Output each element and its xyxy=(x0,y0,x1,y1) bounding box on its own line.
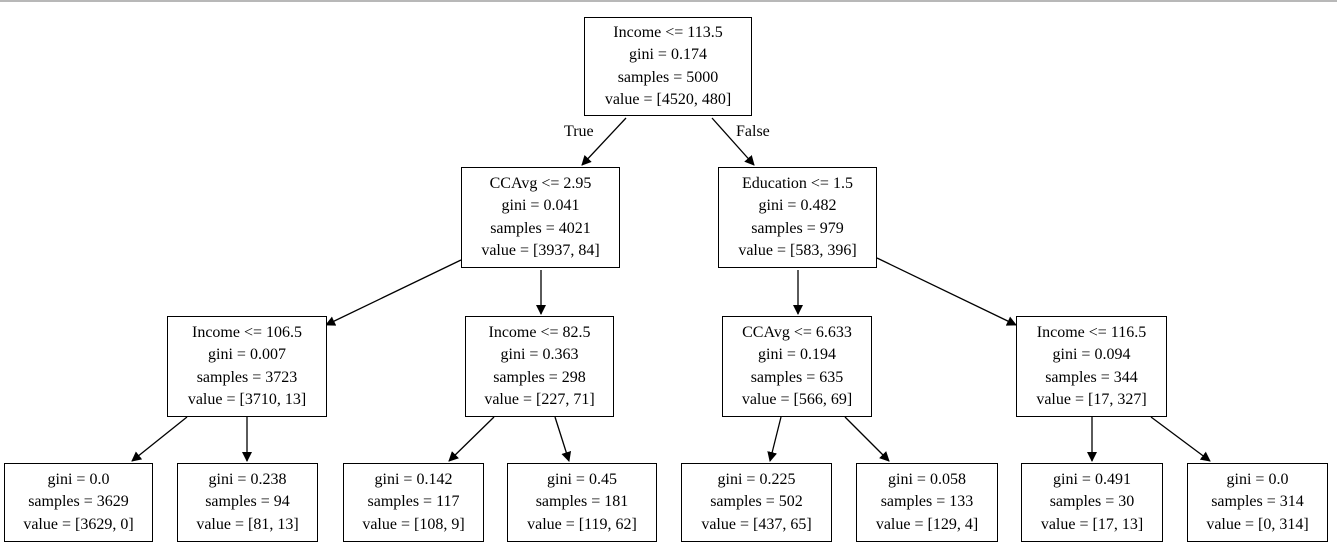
node-samples: samples = 635 xyxy=(750,368,844,386)
tree-node-income-82-5: Income <= 82.5 gini = 0.363 samples = 29… xyxy=(465,316,614,417)
node-samples: samples = 3629 xyxy=(28,493,129,511)
node-gini: gini = 0.007 xyxy=(208,346,286,363)
node-condition: CCAvg <= 2.95 xyxy=(489,174,592,192)
tree-leaf-node: gini = 0.491 samples = 30 value = [17, 1… xyxy=(1021,463,1163,542)
node-samples: samples = 4021 xyxy=(490,219,591,237)
node-value: value = [108, 9] xyxy=(362,515,465,533)
node-samples: samples = 502 xyxy=(710,493,803,511)
node-samples: samples = 133 xyxy=(880,493,974,511)
node-gini: gini = 0.058 xyxy=(888,470,966,488)
tree-edge xyxy=(1150,416,1211,462)
node-samples: samples = 298 xyxy=(493,368,586,386)
node-value: value = [119, 62] xyxy=(527,515,637,533)
node-samples: samples = 117 xyxy=(367,493,460,511)
node-samples: samples = 30 xyxy=(1049,493,1135,511)
node-value: value = [566, 69] xyxy=(741,391,853,408)
node-samples: samples = 979 xyxy=(751,219,844,237)
node-value: value = [3629, 0] xyxy=(23,515,134,533)
node-samples: samples = 344 xyxy=(1045,368,1138,386)
node-gini: gini = 0.0 xyxy=(47,470,110,488)
node-gini: gini = 0.194 xyxy=(758,346,836,363)
node-value: value = [227, 71] xyxy=(484,391,595,408)
edge-label-true: True xyxy=(564,123,594,140)
tree-edge xyxy=(711,117,755,166)
tree-edge xyxy=(844,416,890,462)
node-condition: CCAvg <= 6.633 xyxy=(742,323,852,341)
node-samples: samples = 94 xyxy=(205,493,290,511)
node-gini: gini = 0.238 xyxy=(208,470,287,488)
tree-leaf-node: gini = 0.0 samples = 3629 value = [3629,… xyxy=(4,463,153,542)
node-gini: gini = 0.225 xyxy=(717,470,796,488)
node-gini: gini = 0.482 xyxy=(758,197,837,214)
node-value: value = [3710, 13] xyxy=(187,391,307,408)
node-value: value = [437, 65] xyxy=(701,515,812,533)
tree-edge xyxy=(581,117,627,166)
node-gini: gini = 0.363 xyxy=(500,346,579,363)
tree-leaf-node: gini = 0.225 samples = 502 value = [437,… xyxy=(681,463,832,542)
node-gini: gini = 0.0 xyxy=(1226,470,1289,488)
node-value: value = [81, 13] xyxy=(196,515,299,533)
node-gini: gini = 0.094 xyxy=(1052,346,1131,363)
node-samples: samples = 314 xyxy=(1211,493,1304,511)
tree-edge xyxy=(554,416,572,462)
node-value: value = [17, 13] xyxy=(1040,515,1144,533)
node-value: value = [3937, 84] xyxy=(481,242,600,259)
tree-node-ccavg-2-95: CCAvg <= 2.95 gini = 0.041 samples = 402… xyxy=(461,167,620,268)
node-gini: gini = 0.45 xyxy=(547,470,617,488)
tree-edge xyxy=(448,416,495,462)
node-value: value = [583, 396] xyxy=(738,242,857,259)
tree-leaf-node: gini = 0.238 samples = 94 value = [81, 1… xyxy=(177,463,318,542)
edge-label-false: False xyxy=(736,123,770,140)
tree-edge xyxy=(876,257,1017,326)
node-samples: samples = 5000 xyxy=(617,68,719,86)
window-top-border xyxy=(0,0,1337,2)
tree-node-root: Income <= 113.5 gini = 0.174 samples = 5… xyxy=(584,17,752,116)
node-gini: gini = 0.041 xyxy=(501,197,580,214)
tree-edge xyxy=(767,416,782,462)
node-condition: Income <= 116.5 xyxy=(1036,323,1147,341)
node-samples: samples = 181 xyxy=(535,493,629,511)
node-condition: Income <= 82.5 xyxy=(488,323,591,341)
node-gini: gini = 0.142 xyxy=(374,470,453,488)
node-value: value = [0, 314] xyxy=(1206,515,1309,533)
node-gini: gini = 0.174 xyxy=(629,46,707,63)
tree-leaf-node: gini = 0.142 samples = 117 value = [108,… xyxy=(343,463,484,542)
node-value: value = [17, 327] xyxy=(1036,391,1147,408)
tree-node-ccavg-6-633: CCAvg <= 6.633 gini = 0.194 samples = 63… xyxy=(722,316,872,417)
tree-leaf-node: gini = 0.45 samples = 181 value = [119, … xyxy=(507,463,657,542)
tree-node-education-1-5: Education <= 1.5 gini = 0.482 samples = … xyxy=(718,167,877,268)
tree-leaf-node: gini = 0.0 samples = 314 value = [0, 314… xyxy=(1187,463,1328,542)
node-gini: gini = 0.491 xyxy=(1053,470,1131,488)
node-value: value = [129, 4] xyxy=(875,515,979,533)
node-condition: Education <= 1.5 xyxy=(742,174,853,192)
node-condition: Income <= 106.5 xyxy=(191,323,303,341)
tree-node-income-116-5: Income <= 116.5 gini = 0.094 samples = 3… xyxy=(1016,316,1167,417)
tree-edge xyxy=(325,259,462,326)
tree-leaf-node: gini = 0.058 samples = 133 value = [129,… xyxy=(856,463,998,542)
node-condition: Income <= 113.5 xyxy=(613,23,723,41)
tree-edge xyxy=(131,416,188,462)
node-samples: samples = 3723 xyxy=(196,368,298,386)
tree-node-income-106-5: Income <= 106.5 gini = 0.007 samples = 3… xyxy=(167,316,327,417)
node-value: value = [4520, 480] xyxy=(604,91,732,108)
